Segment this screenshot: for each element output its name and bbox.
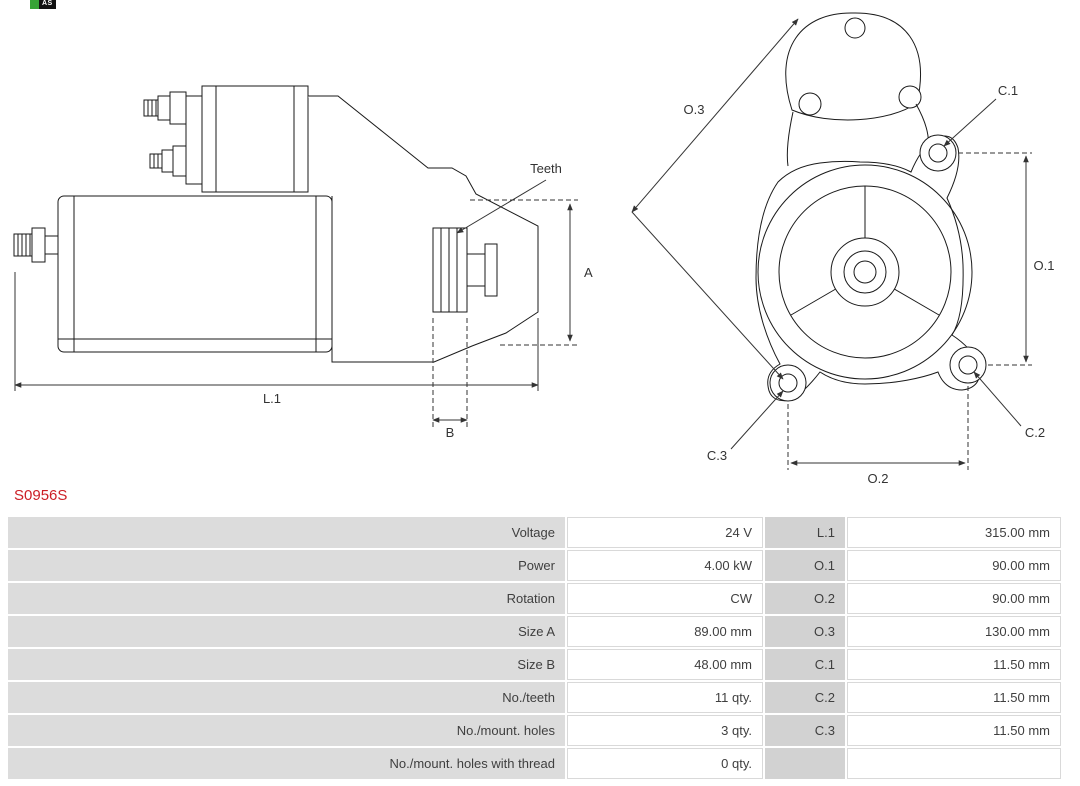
mounting-hole-c2	[949, 346, 987, 384]
as-logo: AS	[30, 0, 56, 9]
spec-value: 24 V	[567, 517, 763, 548]
pinion-gear	[432, 227, 498, 313]
dim-o3-line	[631, 18, 799, 213]
starter-motor-drawing: Teeth A L.1 B	[13, 12, 1055, 486]
spec-value: CW	[567, 583, 763, 614]
spec-dim-label: O.3	[765, 616, 845, 647]
spec-value: 11 qty.	[567, 682, 763, 713]
spec-label: Power	[8, 550, 565, 581]
spec-dim-value: 11.50 mm	[847, 649, 1061, 680]
spec-value: 89.00 mm	[567, 616, 763, 647]
dim-c1-label: C.1	[998, 83, 1018, 98]
solenoid	[185, 85, 309, 193]
technical-diagrams: Teeth A L.1 B	[13, 12, 1055, 486]
teeth-leader-line	[456, 179, 547, 234]
dim-o2-label: O.2	[868, 471, 889, 486]
logo-text: AS	[39, 0, 56, 9]
flange-outer-circle	[757, 164, 973, 380]
terminal-stud	[13, 227, 59, 263]
dim-l1-label: L.1	[263, 391, 281, 406]
specs-table: Voltage 24 V L.1 315.00 mm Power 4.00 kW…	[8, 517, 1063, 779]
spec-dim-label: O.2	[765, 583, 845, 614]
spec-dim-value: 11.50 mm	[847, 715, 1061, 746]
spec-dim-value: 90.00 mm	[847, 550, 1061, 581]
spec-value: 3 qty.	[567, 715, 763, 746]
starter-front-view	[755, 12, 987, 402]
spec-dim-label: O.1	[765, 550, 845, 581]
starter-side-view	[13, 85, 539, 363]
front-view-dimensions	[631, 18, 1032, 470]
c1-leader-line	[943, 98, 997, 147]
drive-end-housing	[308, 95, 539, 363]
spec-label: Size B	[8, 649, 565, 680]
c3-leader-line	[730, 390, 784, 450]
spec-dim-label: C.3	[765, 715, 845, 746]
spec-dim-value	[847, 748, 1061, 779]
dim-o1-label: O.1	[1034, 258, 1055, 273]
dim-c2-label: C.2	[1025, 425, 1045, 440]
dim-o3-label: O.3	[684, 102, 705, 117]
motor-body	[57, 195, 333, 353]
dim-c3-label: C.3	[707, 448, 727, 463]
side-view-dimensions	[14, 179, 578, 427]
dim-a-label: A	[584, 265, 593, 280]
shaft-hole	[853, 260, 877, 284]
spec-label: Rotation	[8, 583, 565, 614]
c2-leader-line	[973, 371, 1022, 427]
spec-dim-label	[765, 748, 845, 779]
spec-dim-value: 11.50 mm	[847, 682, 1061, 713]
spec-dim-value: 90.00 mm	[847, 583, 1061, 614]
spec-dim-label: C.2	[765, 682, 845, 713]
teeth-label: Teeth	[530, 161, 562, 176]
dim-b-label: B	[446, 425, 455, 440]
spec-label: Voltage	[8, 517, 565, 548]
part-number: S0956S	[14, 487, 68, 504]
spec-label: No./mount. holes with thread	[8, 748, 565, 779]
spec-value: 0 qty.	[567, 748, 763, 779]
logo-green-mark	[30, 0, 39, 9]
spec-label: Size A	[8, 616, 565, 647]
solenoid-studs	[143, 91, 187, 177]
spec-dim-value: 315.00 mm	[847, 517, 1061, 548]
spec-value: 48.00 mm	[567, 649, 763, 680]
spec-value: 4.00 kW	[567, 550, 763, 581]
spec-label: No./teeth	[8, 682, 565, 713]
spec-dim-label: C.1	[765, 649, 845, 680]
spec-dim-value: 130.00 mm	[847, 616, 1061, 647]
spec-label: No./mount. holes	[8, 715, 565, 746]
spec-dim-label: L.1	[765, 517, 845, 548]
